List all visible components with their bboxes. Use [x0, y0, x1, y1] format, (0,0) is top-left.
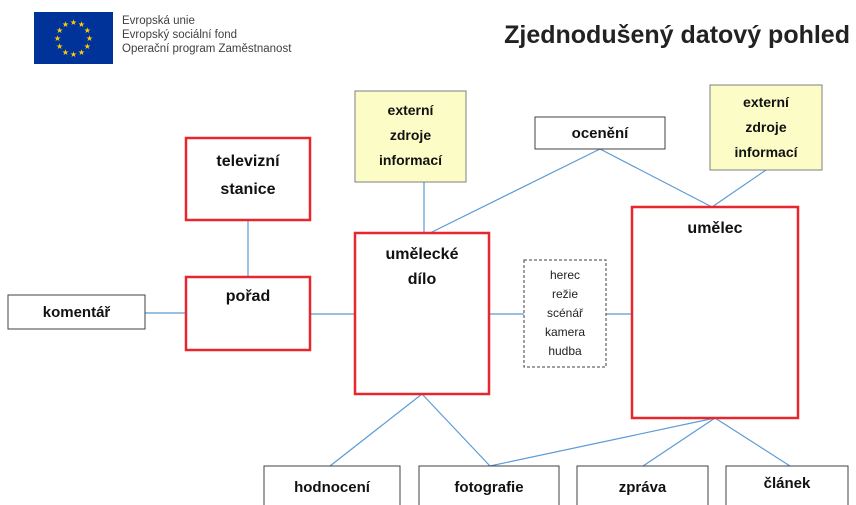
- eu-stars-icon: ★★★★★★★★★★★★: [54, 18, 93, 59]
- node-externi-zdroje-2: externí zdroje informací: [709, 84, 823, 171]
- box: [630, 205, 800, 420]
- conn-umelec-zprava: [642, 417, 716, 467]
- conn-dilo-hodnoceni: [329, 393, 423, 467]
- node-label: informací: [734, 144, 798, 160]
- eu-flag-icon: [34, 12, 113, 64]
- eu-star-icon: ★: [54, 34, 61, 43]
- node-label: zdroje: [745, 119, 786, 135]
- node-umelec: umělec: [630, 205, 800, 420]
- box: [7, 294, 146, 330]
- node-label: ocenění: [572, 125, 630, 142]
- eu-star-icon: ★: [62, 20, 69, 29]
- connectors: [145, 148, 791, 467]
- logo-line-2: Evropský sociální fond: [122, 29, 237, 41]
- eu-star-icon: ★: [78, 20, 85, 29]
- eu-star-icon: ★: [56, 42, 63, 51]
- eu-logo: ★★★★★★★★★★★★ Evropská unie Evropský soci…: [34, 12, 292, 64]
- node-label: umělecké: [386, 246, 459, 263]
- node-role: herec režie scénář kamera hudba: [523, 259, 607, 368]
- box: [523, 259, 607, 368]
- node-label: zpráva: [619, 479, 667, 496]
- node-label: externí: [388, 102, 435, 118]
- conn-umelec-clanek: [714, 417, 791, 467]
- node-oceneni: ocenění: [534, 116, 666, 150]
- box: [576, 465, 709, 505]
- node-label: externí: [743, 94, 790, 110]
- node-label: dílo: [408, 271, 437, 288]
- node-fotografie: fotografie: [418, 465, 560, 505]
- logo-line-1: Evropská unie: [122, 15, 195, 27]
- node-label: fotografie: [454, 479, 523, 496]
- node-label: režie: [552, 287, 578, 301]
- conn-oceneni-dilo: [429, 148, 601, 234]
- page-title: Zjednodušený datový pohled: [504, 21, 850, 49]
- node-umelecke-dilo: umělecké dílo: [353, 231, 491, 396]
- node-label: umělec: [687, 220, 742, 237]
- eu-star-icon: ★: [62, 48, 69, 57]
- nodes: televizní stanice pořad komentář umělecké díl…: [7, 84, 849, 505]
- box: [534, 116, 666, 150]
- node-label: hodnocení: [294, 479, 371, 496]
- eu-star-icon: ★: [70, 50, 77, 59]
- eu-star-icon: ★: [78, 48, 85, 57]
- box: [353, 231, 491, 396]
- eu-star-icon: ★: [86, 34, 93, 43]
- node-label: komentář: [43, 304, 111, 321]
- node-label: stanice: [220, 181, 275, 198]
- conn-dilo-fotografie: [421, 393, 491, 467]
- node-porad: pořad: [184, 275, 312, 352]
- node-label: televizní: [216, 153, 280, 170]
- node-label: hudba: [548, 344, 582, 358]
- node-zprava: zpráva: [576, 465, 709, 505]
- eu-star-icon: ★: [56, 26, 63, 35]
- conn-oceneni-umelec: [599, 148, 713, 208]
- node-komentar: komentář: [7, 294, 146, 330]
- box: [354, 90, 467, 183]
- conn-umelec-fotografie: [489, 417, 716, 467]
- node-label: článek: [764, 475, 811, 492]
- box: [709, 84, 823, 171]
- node-label: herec: [550, 268, 580, 282]
- node-externi-zdroje-1: externí zdroje informací: [354, 90, 467, 183]
- box: [184, 136, 312, 222]
- node-label: pořad: [226, 288, 270, 305]
- node-label: informací: [379, 152, 443, 168]
- logo-line-3: Operační program Zaměstnanost: [122, 43, 292, 55]
- node-clanek: článek: [725, 465, 849, 505]
- eu-star-icon: ★: [84, 42, 91, 51]
- box: [418, 465, 560, 505]
- node-hodnoceni: hodnocení: [263, 465, 401, 505]
- node-label: scénář: [547, 306, 584, 320]
- box: [184, 275, 312, 352]
- node-televizni-stanice: televizní stanice: [184, 136, 312, 222]
- eu-star-icon: ★: [70, 18, 77, 27]
- node-label: zdroje: [390, 127, 431, 143]
- conn-zdroje2-umelec: [711, 169, 767, 208]
- box: [725, 465, 849, 505]
- box: [263, 465, 401, 505]
- eu-star-icon: ★: [84, 26, 91, 35]
- node-label: kamera: [545, 325, 585, 339]
